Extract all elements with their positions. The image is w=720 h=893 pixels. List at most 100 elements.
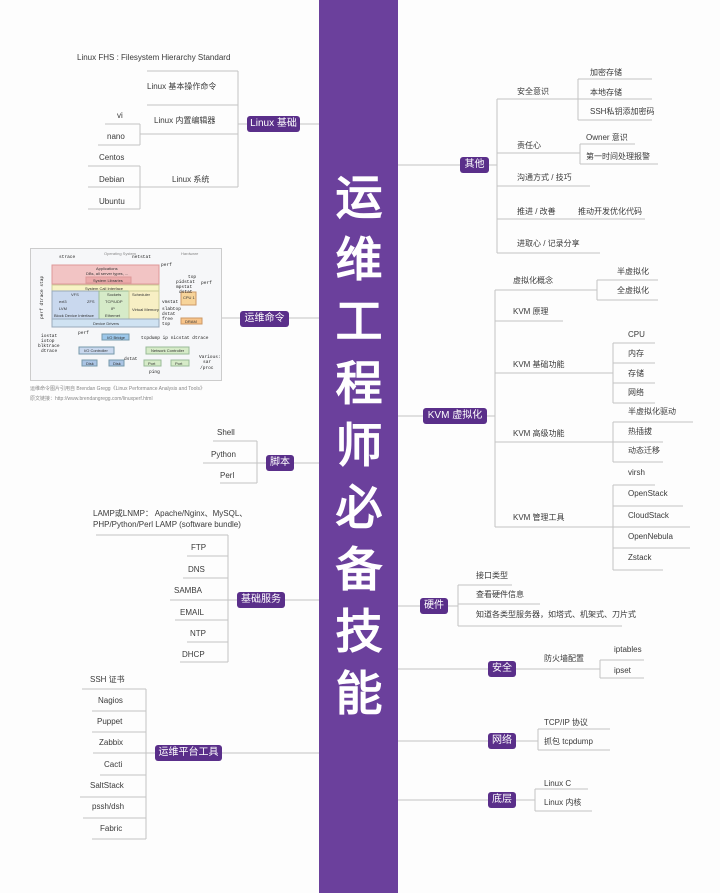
- node-others[interactable]: 其他: [460, 157, 489, 173]
- tool-label: pidstat: [176, 279, 195, 285]
- mindmap-leaf-kvm-basic-items-3: 网络: [628, 388, 644, 397]
- tool-label: /proc: [200, 365, 214, 371]
- mindmap-leaf-others-security-items-0: 加密存储: [590, 68, 622, 77]
- tool-label: blktrace: [38, 343, 60, 349]
- node-low-level[interactable]: 底层: [488, 792, 516, 808]
- diagram-source-link[interactable]: 原文链接：http://www.brendangregg.com/linuxpe…: [30, 396, 153, 402]
- mindmap-leaf-basic-services-items-1: DNS: [188, 565, 205, 574]
- mindmap-leaf-low-level-items-1: Linux 内核: [544, 798, 582, 807]
- mindmap-leaf-linux-basics-distros-1: Debian: [99, 175, 125, 184]
- mindmap-leaf-others-responsibility-items-1: 第一时间处理报警: [586, 152, 650, 161]
- mindmap-leaf-others-communication: 沟通方式 / 技巧: [517, 173, 572, 182]
- layer-label: I/O Bridge: [107, 335, 126, 340]
- layer-label: Network Controller: [151, 348, 185, 353]
- mindmap-leaf-kvm-basic-items-0: CPU: [628, 330, 645, 339]
- tool-label: netstat: [132, 254, 151, 260]
- tool-label: dstat: [179, 289, 193, 295]
- mindmap-leaf-linux-basics-items-0: Linux FHS : Filesystem Hierarchy Standar…: [77, 53, 231, 62]
- mindmap-leaf-kvm-concept-items-0: 半虚拟化: [617, 267, 649, 276]
- mindmap-leaf-linux-basics-items-2: Linux 内置编辑器: [154, 116, 216, 125]
- layer-label: LVM: [59, 306, 67, 311]
- mindmap-leaf-linux-basics-items-1: Linux 基本操作命令: [147, 82, 217, 91]
- node-kvm[interactable]: KVM 虚拟化: [423, 408, 487, 424]
- mindmap-leaf-security-firewall-items-1: ipset: [614, 666, 631, 675]
- mindmap-leaf-basic-services-items-5: DHCP: [182, 650, 205, 659]
- layer-label: TCP/UDP: [105, 299, 123, 304]
- layer-label: Scheduler: [132, 292, 151, 297]
- diagram-caption: 运维命令图片引用自 Brendan Gregg《Linux Performanc…: [30, 386, 205, 392]
- mindmap-leaf-linux-basics-items-3: Linux 系统: [172, 175, 210, 184]
- mindmap-leaf-kvm-concept-items-1: 全虚拟化: [617, 286, 649, 295]
- mindmap-leaf-hardware-items-1: 查看硬件信息: [476, 590, 524, 599]
- tool-label: dtrace: [41, 348, 58, 354]
- mindmap-leaf-kvm-basic-items-1: 内存: [628, 349, 644, 358]
- node-linux-basics[interactable]: Linux 基础: [247, 116, 300, 132]
- mindmap-leaf-kvm-management-items-1: OpenStack: [628, 489, 668, 498]
- layer-label: Port: [148, 361, 156, 366]
- mindmap-leaf-others-responsibility-items-0: Owner 意识: [586, 133, 628, 142]
- mindmap-leaf-hardware-items-2: 知道各类型服务器，如塔式、机架式、刀片式: [476, 610, 636, 619]
- node-ops-platform-tools[interactable]: 运维平台工具: [155, 745, 222, 761]
- mindmap-leaf-kvm-advanced-items-1: 热插拔: [628, 427, 652, 436]
- mindmap-leaf-kvm-management: KVM 管理工具: [513, 513, 565, 522]
- mindmap-leaf-ops-platform-tools-items-2: Puppet: [97, 717, 123, 726]
- layer-label: Virtual Memory: [132, 307, 159, 312]
- mindmap-leaf-basic-services-items-4: NTP: [190, 629, 206, 638]
- mindmap-leaf-kvm-principle: KVM 原理: [513, 307, 549, 316]
- node-security[interactable]: 安全: [488, 661, 516, 677]
- tool-label: free: [162, 316, 173, 322]
- mindmap-leaf-ops-platform-tools-items-7: Fabric: [100, 824, 123, 833]
- mindmap-leaf-basic-services-items-3: EMAIL: [180, 608, 205, 617]
- node-scripting[interactable]: 脚本: [266, 455, 294, 471]
- mindmap-leaf-basic-services-items-0: FTP: [191, 543, 207, 552]
- mindmap-title: 运维工程师必备技能: [335, 171, 383, 722]
- tool-label: perf: [161, 262, 172, 268]
- mindmap-leaf-ops-platform-tools-items-1: Nagios: [98, 696, 123, 705]
- mindmap-leaf-hardware-items-0: 接口类型: [476, 571, 508, 580]
- mindmap-leaf-kvm-basic: KVM 基础功能: [513, 360, 565, 369]
- mindmap-leaf-kvm-basic-items-2: 存储: [628, 369, 644, 378]
- mindmap-leaf-low-level-items-0: Linux C: [544, 779, 572, 788]
- tool-label: iostat: [41, 333, 58, 339]
- node-ops-commands[interactable]: 运维命令: [240, 311, 289, 327]
- mindmap-leaf-kvm-advanced-items-0: 半虚拟化驱动: [628, 407, 676, 416]
- layer-label: Port: [175, 361, 183, 366]
- tool-label: dstat: [124, 356, 138, 362]
- center-title-bar: [319, 0, 398, 893]
- tool-label: iotop: [41, 338, 55, 344]
- tool-label: dstat: [162, 311, 176, 317]
- tool-label: vmstat: [162, 299, 179, 305]
- mindmap-leaf-ops-platform-tools-items-3: Zabbix: [99, 738, 124, 747]
- mindmap-leaf-network-items-1: 抓包 tcpdump: [544, 737, 593, 746]
- tool-label: sar: [203, 359, 211, 365]
- mindmap-leaf-others-improve: 推进 / 改善: [517, 207, 556, 216]
- layer-label: I/O Controller: [84, 348, 108, 353]
- layer-label: ext3: [59, 299, 67, 304]
- layer-label: Applications: [96, 266, 118, 271]
- mindmap-leaf-ops-platform-tools-items-0: SSH 证书: [90, 675, 125, 684]
- mindmap-leaf-linux-basics-distros-2: Ubuntu: [99, 197, 125, 206]
- layer-label: DRAM: [185, 319, 197, 324]
- tool-label: tcpdump ip nicstat dtrace: [141, 335, 209, 341]
- layer-label: VFS: [71, 292, 79, 297]
- tool-label: strace: [59, 254, 76, 260]
- mindmap-leaf-linux-basics-editors-0: vi: [117, 111, 123, 120]
- mindmap-leaf-scripting-items-2: Perl: [220, 471, 235, 480]
- layer-label: DBs, all server types, ...: [86, 271, 128, 276]
- layer-label: System Libraries: [93, 278, 123, 283]
- mindmap-leaf-kvm-management-items-2: CloudStack: [628, 511, 669, 520]
- layer-label: Disk: [86, 361, 94, 366]
- node-basic-services[interactable]: 基础服务: [237, 592, 285, 608]
- tool-label: perf: [201, 280, 212, 286]
- node-hardware[interactable]: 硬件: [420, 598, 448, 614]
- mindmap-leaf-scripting-items-1: Python: [211, 450, 236, 459]
- linux-performance-tools-diagram: Operating System Hardware Applications D…: [30, 248, 222, 381]
- mindmap-leaf-basic-services-lamp-0: LAMP或LNMP： Apache/Nginx、MySQL、: [93, 509, 248, 518]
- diagram-header: Operating System: [104, 251, 137, 256]
- mindmap-leaf-kvm-concept: 虚拟化概念: [513, 276, 553, 285]
- mindmap-leaf-security-firewall: 防火墙配置: [544, 654, 584, 663]
- mindmap-leaf-kvm-management-items-4: Zstack: [628, 553, 652, 562]
- mindmap-leaf-linux-basics-editors-1: nano: [107, 132, 125, 141]
- mindmap-leaf-kvm-advanced: KVM 高级功能: [513, 429, 565, 438]
- node-network[interactable]: 网络: [488, 733, 516, 749]
